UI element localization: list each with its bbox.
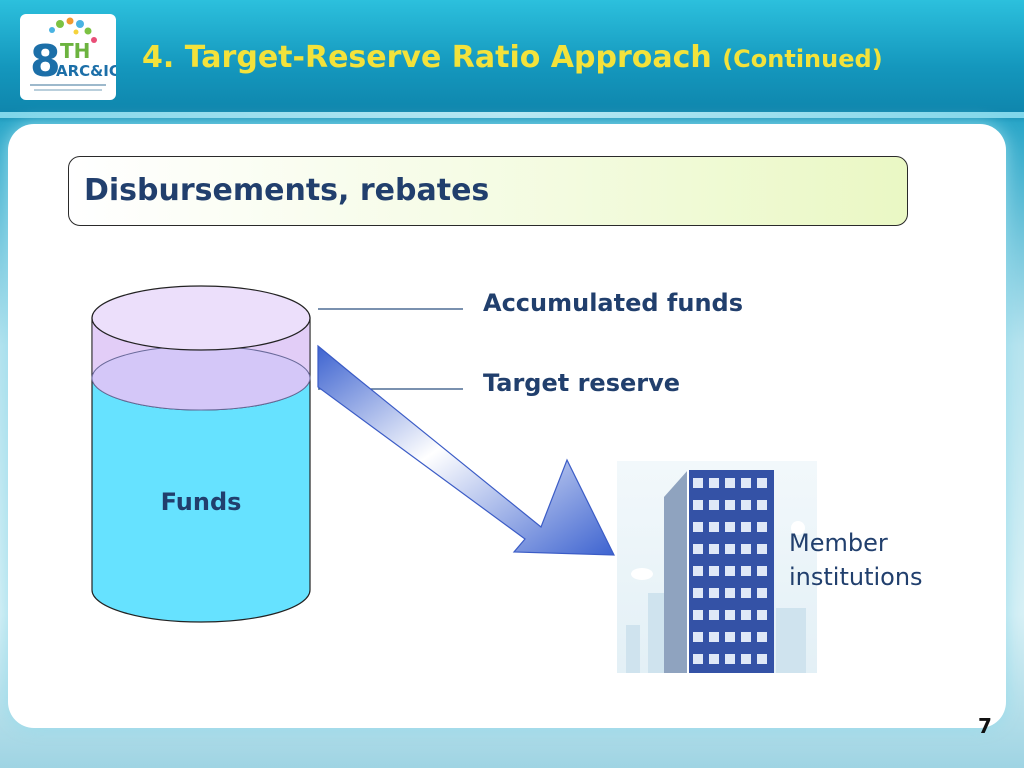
header-bar [0, 0, 1024, 112]
funds-label: Funds [161, 488, 242, 516]
logo-arcic: ARC&IC [56, 62, 116, 80]
logo-number: 8 [30, 36, 61, 87]
slide-subtitle: Disbursements, rebates [84, 173, 490, 208]
member-label-line2: institutions [789, 563, 923, 591]
header-divider [0, 112, 1024, 118]
accumulated-funds-label: Accumulated funds [483, 289, 743, 317]
funds-cylinder [91, 285, 311, 623]
page-number: 7 [978, 714, 992, 738]
member-institutions-label: Member institutions [789, 526, 959, 594]
conference-logo: 8 TH ARC&IC [20, 14, 120, 100]
logo-dots-icon [49, 17, 97, 43]
slide-title-continued: (Continued) [722, 45, 883, 73]
building-icon [617, 461, 817, 673]
target-reserve-label: Target reserve [483, 369, 681, 397]
logo-th: TH [60, 39, 90, 63]
disbursement-arrow [317, 344, 615, 556]
subtitle-box [68, 156, 908, 226]
slide-title: 4. Target-Reserve Ratio Approach (Contin… [142, 40, 1012, 75]
slide-title-main: 4. Target-Reserve Ratio Approach [142, 40, 712, 75]
member-label-line1: Member [789, 529, 888, 557]
